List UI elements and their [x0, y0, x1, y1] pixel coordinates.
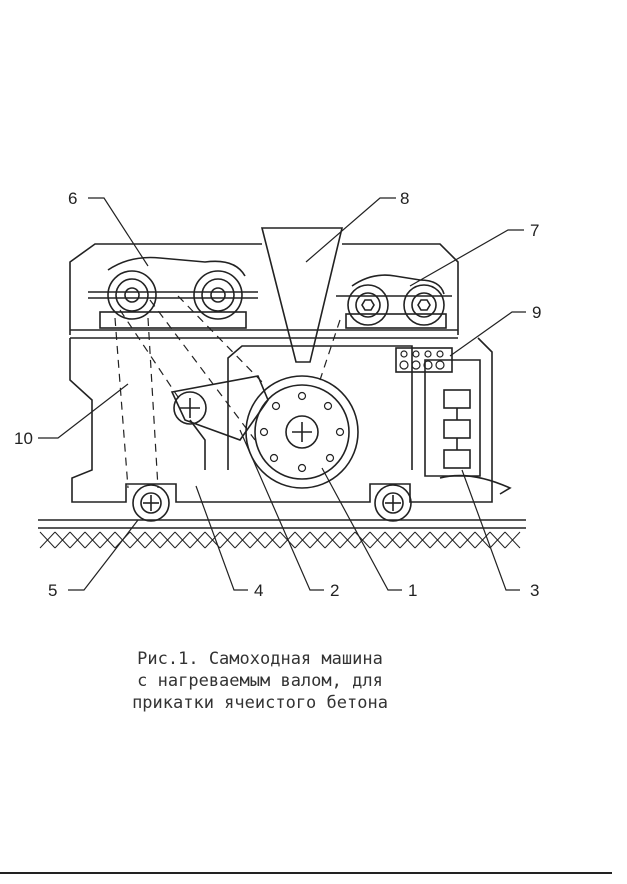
callout-3: 3 — [530, 581, 539, 600]
right-compartment — [424, 359, 481, 477]
wheel-right — [374, 484, 412, 522]
wheel-left — [132, 484, 170, 522]
callout-1: 1 — [408, 581, 417, 600]
figure-caption: Рис.1. Самоходная машина с нагреваемым в… — [60, 648, 460, 714]
callout-10: 10 — [14, 429, 33, 448]
callout-4: 4 — [254, 581, 263, 600]
drive-unit-left — [88, 256, 258, 329]
main-frame — [69, 337, 493, 503]
bottom-rule — [0, 872, 612, 874]
caption-line-1: Рис.1. Самоходная машина — [137, 649, 383, 669]
caption-line-3: прикатки ячеистого бетона — [132, 693, 388, 713]
upper-housing — [69, 243, 459, 335]
lever-arm — [170, 375, 269, 441]
hopper — [260, 227, 344, 363]
leader-lines — [38, 197, 526, 591]
heated-roller — [245, 375, 359, 489]
control-panel — [395, 347, 453, 373]
ground-hatch — [39, 531, 521, 549]
frame-window — [227, 345, 413, 470]
callout-9: 9 — [532, 303, 541, 322]
callout-7: 7 — [530, 221, 539, 240]
spring-column — [439, 389, 512, 495]
drive-unit-right — [336, 274, 452, 329]
callout-8: 8 — [400, 189, 409, 208]
callout-2: 2 — [330, 581, 339, 600]
caption-line-2: с нагреваемым валом, для — [137, 671, 383, 691]
callout-6: 6 — [68, 189, 77, 208]
frame-inner — [189, 419, 206, 470]
callout-5: 5 — [48, 581, 57, 600]
drive-belts — [114, 295, 341, 489]
